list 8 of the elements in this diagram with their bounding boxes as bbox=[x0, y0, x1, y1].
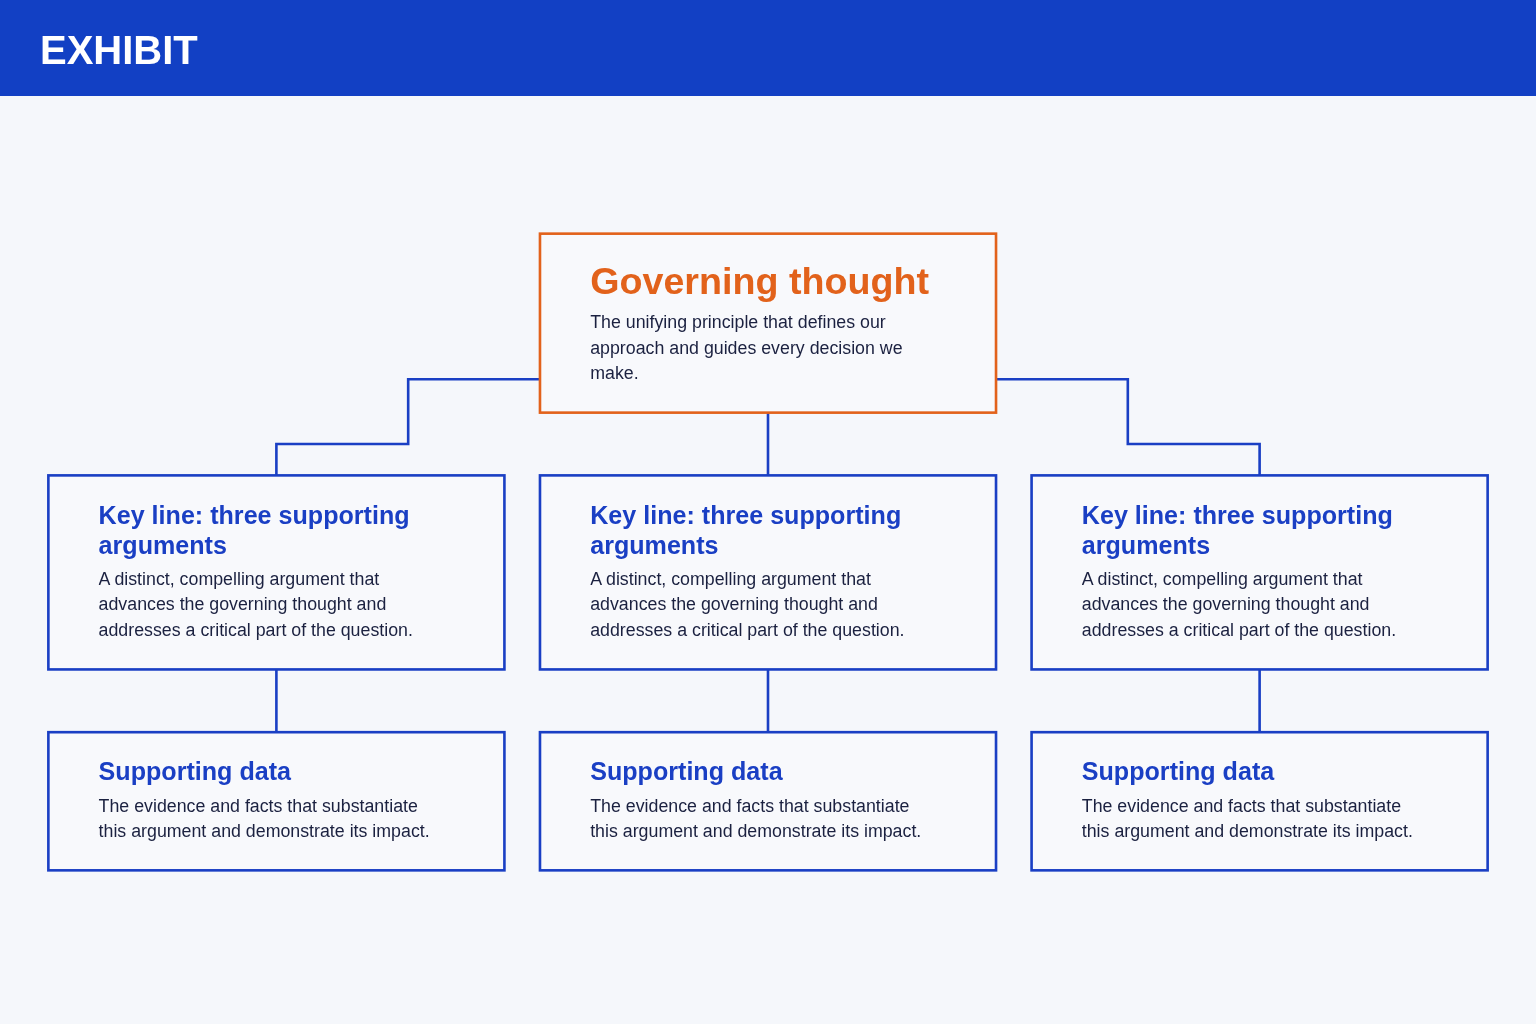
node-box: Supporting data The evidence and facts that substantiate this argument and demonstrate its impact. bbox=[1030, 730, 1489, 872]
title: EXHIBIT bbox=[40, 28, 198, 72]
node-box: Key line: three supporting arguments A distinct, compelling argument that advances the governing thought and addresses a critical part of the question. bbox=[538, 474, 998, 671]
node-box: Supporting data The evidence and facts that substantiate this argument and demonstrate its impact. bbox=[47, 730, 506, 872]
node-box: Supporting data The evidence and facts that substantiate this argument and demonstrate its impact. bbox=[538, 730, 998, 872]
node-box: Key line: three supporting arguments A distinct, compelling argument that advances the governing thought and addresses a critical part of the question. bbox=[1030, 474, 1489, 671]
node-box: Governing thought The unifying principle that defines our approach and guides every decision we make. bbox=[538, 232, 998, 414]
node-box: Key line: three supporting arguments A distinct, compelling argument that advances the governing thought and addresses a critical part of the question. bbox=[47, 474, 506, 671]
